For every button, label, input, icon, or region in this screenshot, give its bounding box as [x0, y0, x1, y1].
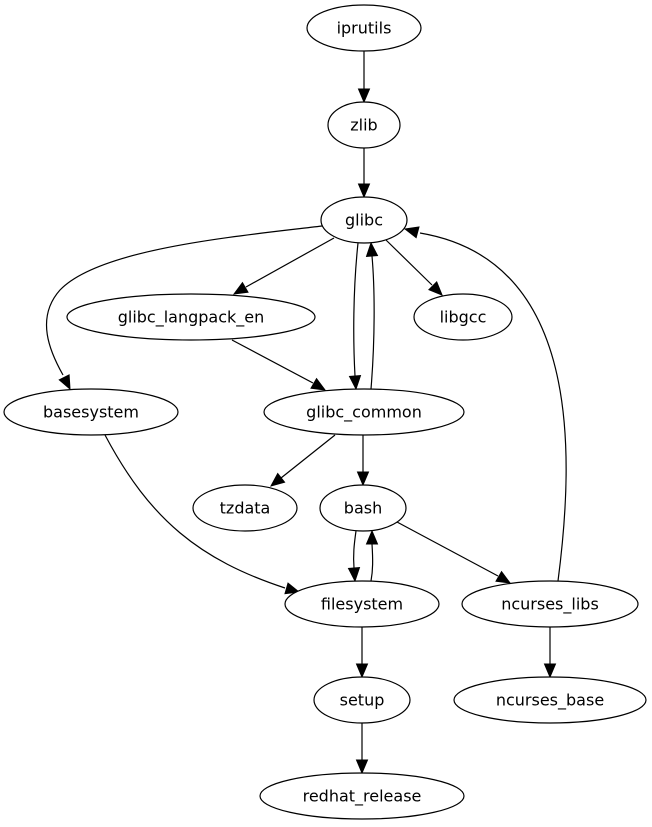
- edge-line: [45, 225, 323, 376]
- arrowhead-icon: [269, 472, 286, 487]
- node-ellipse: [259, 772, 465, 820]
- node-label: glibc_common: [306, 403, 422, 423]
- edge-glibc-to-basesystem: [45, 225, 323, 391]
- node-basesystem[interactable]: basesystem: [3, 388, 179, 436]
- arrowhead-icon: [310, 377, 327, 391]
- arrowhead-icon: [58, 374, 71, 391]
- node-ncurses_libs[interactable]: ncurses_libs: [461, 580, 639, 628]
- edge-glibc-to-glibc_common: [348, 242, 362, 391]
- node-label: setup: [340, 691, 385, 710]
- node-glibc[interactable]: glibc: [320, 196, 408, 244]
- arrowhead-icon: [347, 567, 361, 583]
- edge-line: [370, 255, 375, 390]
- node-ellipse: [453, 676, 647, 724]
- edge-line: [353, 242, 359, 377]
- edge-line: [419, 232, 567, 582]
- edges-layer: [45, 51, 567, 775]
- node-ellipse: [66, 293, 316, 341]
- node-zlib[interactable]: zlib: [327, 101, 401, 149]
- node-filesystem[interactable]: filesystem: [284, 580, 440, 628]
- node-label: redhat_release: [303, 787, 422, 807]
- node-label: ncurses_base: [496, 691, 604, 711]
- node-label: filesystem: [321, 595, 403, 614]
- node-ellipse: [306, 4, 422, 52]
- node-label: basesystem: [43, 403, 139, 422]
- node-ellipse: [3, 388, 179, 436]
- arrowhead-icon: [355, 663, 369, 679]
- arrowhead-icon: [348, 375, 362, 391]
- edge-setup-to-redhat_release: [355, 723, 369, 775]
- edge-glibc_common-to-tzdata: [269, 434, 336, 487]
- node-ellipse: [319, 484, 407, 532]
- arrowhead-icon: [365, 529, 379, 545]
- node-ellipse: [192, 484, 298, 532]
- node-ncurses_base[interactable]: ncurses_base: [453, 676, 647, 724]
- node-label: zlib: [350, 116, 377, 135]
- arrowhead-icon: [357, 88, 371, 104]
- edge-line: [231, 339, 314, 384]
- node-libgcc[interactable]: libgcc: [413, 293, 513, 341]
- edge-filesystem-to-bash: [365, 529, 379, 582]
- edge-iprutils-to-zlib: [357, 51, 371, 104]
- node-glibc_langpack_en[interactable]: glibc_langpack_en: [66, 293, 316, 341]
- node-label: bash: [344, 499, 382, 518]
- node-label: glibc: [345, 211, 383, 230]
- arrowhead-icon: [403, 226, 420, 239]
- arrowhead-icon: [495, 570, 512, 584]
- node-ellipse: [284, 580, 440, 628]
- node-label: tzdata: [220, 499, 271, 518]
- node-tzdata[interactable]: tzdata: [192, 484, 298, 532]
- nodes-layer: iprutils zlib glibc glibc_langpack_en libgcc…: [3, 4, 647, 820]
- arrowhead-icon: [357, 183, 371, 199]
- node-glibc_common[interactable]: glibc_common: [263, 388, 465, 436]
- edge-ncurses_libs-to-ncurses_base: [543, 627, 557, 679]
- edge-line: [396, 521, 499, 577]
- edge-bash-to-ncurses_libs: [396, 521, 512, 584]
- arrowhead-icon: [365, 241, 379, 257]
- edge-glibc-to-glibc_langpack_en: [232, 237, 335, 295]
- edge-bash-to-filesystem: [347, 530, 361, 583]
- node-label: libgcc: [440, 308, 487, 327]
- node-label: iprutils: [337, 19, 392, 38]
- node-ellipse: [327, 101, 401, 149]
- node-label: glibc_langpack_en: [118, 308, 265, 328]
- edge-line: [385, 239, 433, 286]
- arrowhead-icon: [284, 582, 301, 595]
- node-iprutils[interactable]: iprutils: [306, 4, 422, 52]
- node-redhat_release[interactable]: redhat_release: [259, 772, 465, 820]
- edge-glibc-to-libgcc: [385, 239, 443, 296]
- edge-line: [280, 434, 336, 479]
- arrowhead-icon: [232, 281, 249, 295]
- edge-glibc_common-to-bash: [356, 435, 370, 487]
- arrowhead-icon: [543, 663, 557, 679]
- node-setup[interactable]: setup: [313, 676, 411, 724]
- node-ellipse: [461, 580, 639, 628]
- edge-glibc_langpack_en-to-glibc_common: [231, 339, 327, 391]
- edge-glibc_common-to-glibc: [365, 241, 379, 390]
- node-bash[interactable]: bash: [319, 484, 407, 532]
- edge-line: [104, 434, 286, 589]
- arrowhead-icon: [428, 281, 443, 296]
- edge-zlib-to-glibc: [357, 148, 371, 199]
- edge-filesystem-to-setup: [355, 627, 369, 679]
- arrowhead-icon: [356, 471, 370, 487]
- node-ellipse: [313, 676, 411, 724]
- edge-ncurses_libs-to-glibc: [403, 226, 567, 582]
- node-label: ncurses_libs: [501, 595, 599, 615]
- edge-line: [353, 530, 357, 569]
- arrowhead-icon: [355, 759, 369, 775]
- node-ellipse: [320, 196, 408, 244]
- node-ellipse: [413, 293, 513, 341]
- edge-line: [370, 543, 374, 582]
- edge-basesystem-to-filesystem: [104, 434, 301, 595]
- node-ellipse: [263, 388, 465, 436]
- edge-line: [245, 237, 335, 288]
